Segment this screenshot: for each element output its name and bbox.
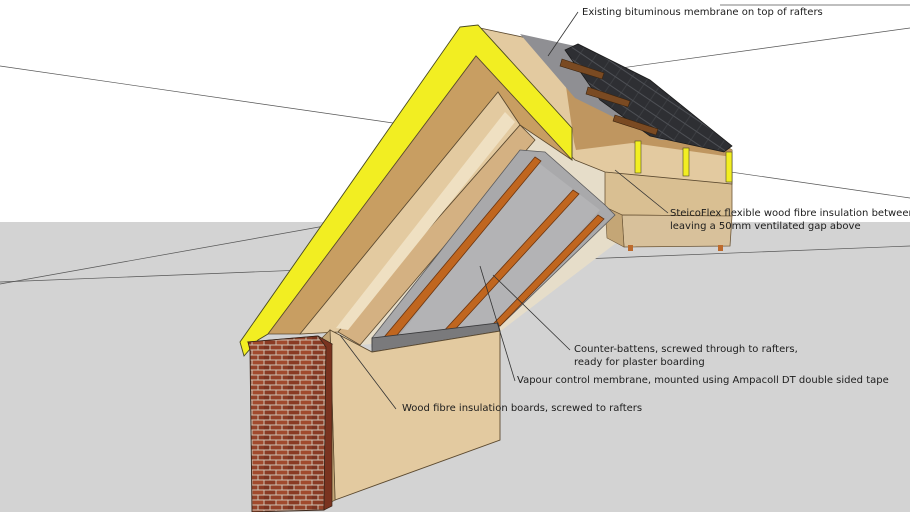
brick-pier-side: [317, 335, 333, 511]
label-line: ready for plaster boarding: [574, 357, 705, 368]
counter-battens: [379, 156, 605, 347]
leader-steicoflex: [614, 169, 669, 214]
label-line: leaving a 50mm ventilated gap above: [670, 221, 861, 232]
leader-vapour: [479, 265, 516, 382]
label-line: Wood fibre insulation boards, screwed to…: [402, 403, 643, 414]
label-vapour-membrane: Vapour control membrane, mounted using A…: [517, 374, 889, 387]
annotation-leaders: [339, 11, 669, 410]
brick-pier: [247, 335, 327, 512]
label-bituminous-membrane: Existing bituminous membrane on top of r…: [582, 6, 823, 19]
label-wood-fibre-boards: Wood fibre insulation boards, screwed to…: [402, 402, 642, 415]
slate-tiles: [564, 43, 733, 153]
leader-wood-fibre: [339, 334, 397, 410]
membrane-inner-shade: [400, 160, 600, 335]
label-counter-battens: Counter-battens, screwed through to raft…: [574, 343, 798, 369]
roof-battens: [559, 58, 659, 136]
leader-counter-battens: [492, 274, 571, 351]
leader-bituminous: [547, 11, 579, 57]
label-line: SteicoFlex flexible wood fibre insulatio…: [670, 208, 910, 219]
label-line: Vapour control membrane, mounted using A…: [517, 375, 889, 386]
label-steicoflex: SteicoFlex flexible wood fibre insulatio…: [670, 207, 910, 233]
label-line: Counter-battens, screwed through to raft…: [574, 344, 798, 355]
wood-fibre-slope-highlight: [336, 112, 515, 330]
label-line: Existing bituminous membrane on top of r…: [582, 7, 823, 18]
